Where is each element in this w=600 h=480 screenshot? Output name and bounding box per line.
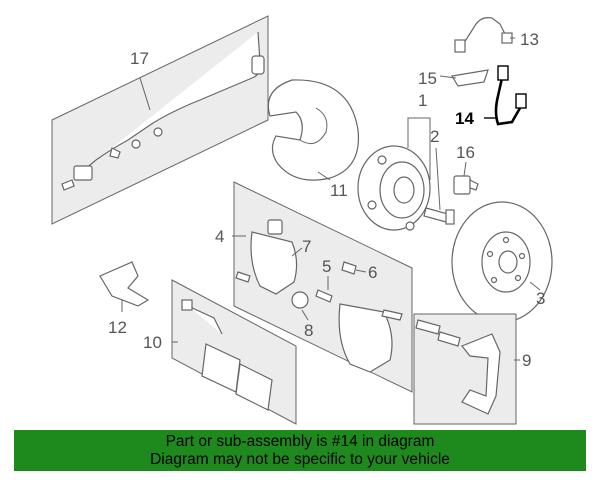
brake-hose-13 <box>454 17 513 53</box>
bolt-16-head <box>453 175 471 195</box>
splash-shield-11 <box>267 79 360 181</box>
banner-line-part: Part or sub-assembly is #14 in diagram <box>165 433 435 450</box>
leader-17 <box>139 77 151 111</box>
caliper-bracket-body <box>338 303 393 373</box>
sensor-panel-17 <box>51 15 269 225</box>
pad-wear-sensor-wire <box>187 305 223 335</box>
sensor-17-bolt <box>61 179 75 191</box>
leader-3 <box>529 281 541 291</box>
sensor-17-clip-2 <box>131 139 141 149</box>
rotor-lug-hole-3 <box>514 274 522 282</box>
hub-bearing-1 <box>357 145 431 231</box>
hub-stud-3 <box>405 221 415 231</box>
callout-5: 5 <box>322 257 331 276</box>
leader-2 <box>435 147 441 211</box>
callout-17: 17 <box>130 49 149 68</box>
callout-2: 2 <box>430 127 439 146</box>
callout-12: 12 <box>108 318 127 337</box>
leader-1 <box>407 117 431 180</box>
callout-14: 14 <box>455 109 474 128</box>
hose-14-fitting-bottom <box>515 93 527 109</box>
hub-bolt-shank <box>423 207 449 223</box>
hub-bolt-2 <box>423 207 455 225</box>
caliper-piston-housing-7 <box>250 231 298 295</box>
callout-8: 8 <box>304 321 313 340</box>
clip-15-body <box>451 69 489 87</box>
hose-13-line <box>461 17 507 47</box>
callout-13: 13 <box>520 30 539 49</box>
rotor-lug-hole-5 <box>486 250 494 258</box>
bracket-12 <box>99 261 150 307</box>
guide-pin <box>381 309 403 321</box>
hardware-bolt <box>415 319 441 335</box>
rotor-center-hole <box>498 250 518 274</box>
hose-13-fitting-a <box>454 39 466 53</box>
hardware-panel-9 <box>413 313 517 425</box>
sensor-17-bracket <box>109 147 121 159</box>
rotor-lug-hole-4 <box>490 276 498 284</box>
hardware-spring <box>437 331 461 347</box>
leader-15 <box>439 75 457 79</box>
callout-10: 10 <box>143 333 162 352</box>
leader-lines <box>121 37 541 361</box>
callout-labels: 17 13 15 14 1 2 16 11 4 7 5 6 3 12 8 10 … <box>108 30 545 370</box>
caliper-motor-connector <box>267 219 283 235</box>
brake-hose-14 <box>494 65 527 126</box>
sensor-17-clip-1 <box>153 127 163 137</box>
leader-11 <box>317 171 331 181</box>
splash-shield-inner-edge <box>299 107 328 145</box>
seal-ring-8 <box>291 291 309 309</box>
callout-3: 3 <box>536 289 545 308</box>
cap-6 <box>341 261 357 275</box>
bracket-12-body <box>99 261 150 307</box>
hub-center <box>393 176 415 204</box>
hardware-clip <box>461 333 501 415</box>
leader-6 <box>355 269 367 273</box>
callout-4: 4 <box>215 227 224 246</box>
clip-15 <box>451 69 489 87</box>
leader-8 <box>301 309 309 321</box>
rotor-lug-hole-1 <box>502 236 510 244</box>
callout-15: 15 <box>418 69 437 88</box>
leader-7 <box>291 247 303 257</box>
banner-line-disclaimer: Diagram may not be specific to your vehi… <box>150 451 450 468</box>
callout-1: 1 <box>418 91 427 110</box>
hose-14-fitting-top <box>497 65 509 81</box>
callout-6: 6 <box>368 263 377 282</box>
rotor-lug-hole-2 <box>518 252 526 260</box>
hub-stud-1 <box>377 155 387 165</box>
brake-parts-diagram: 17 13 15 14 1 2 16 11 4 7 5 6 3 12 8 10 … <box>51 15 553 425</box>
hub-stud-2 <box>367 200 377 210</box>
brake-pad-outer <box>235 363 273 411</box>
callout-7: 7 <box>302 237 311 256</box>
bleeder-5 <box>315 289 333 303</box>
splash-shield-body <box>267 79 360 181</box>
pad-panel-10 <box>171 279 297 425</box>
sensor-17-connector <box>73 165 93 181</box>
hose-14-line <box>494 77 522 126</box>
sensor-17-grommet <box>251 55 265 75</box>
info-banner: Part or sub-assembly is #14 in diagram D… <box>14 430 586 471</box>
caliper-bolt <box>235 271 251 283</box>
caliper-panel-4 <box>233 181 413 393</box>
hub-bolt-head <box>445 209 455 225</box>
bolt-16 <box>453 175 479 195</box>
leader-16 <box>463 161 467 177</box>
pad-wear-sensor-plug <box>181 299 193 311</box>
bolt-16-tip <box>469 179 479 191</box>
callout-9: 9 <box>522 351 531 370</box>
callout-11: 11 <box>330 181 348 200</box>
callout-16: 16 <box>456 143 475 162</box>
